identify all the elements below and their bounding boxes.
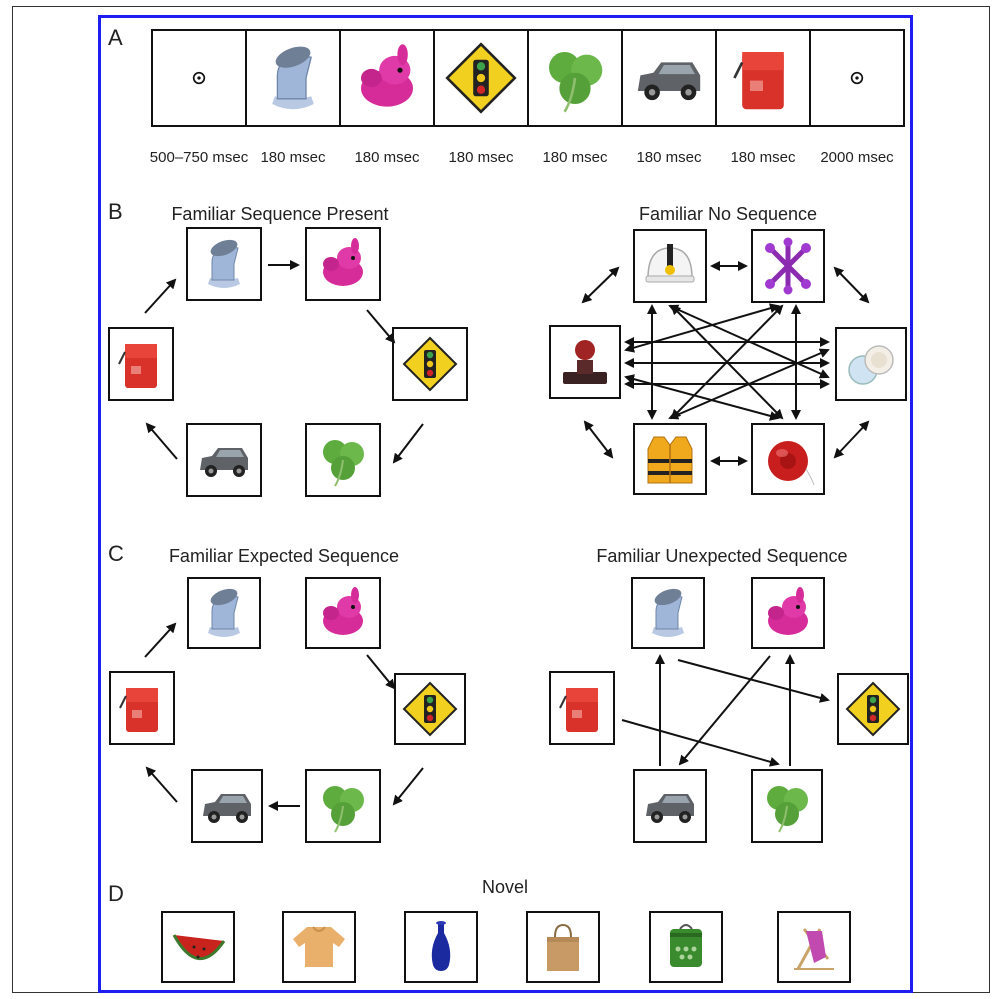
- frame-duration: 180 msec: [730, 149, 796, 166]
- item-clover: [751, 769, 823, 843]
- item-traffic-sign: [392, 327, 468, 401]
- item-pink-plush: [305, 227, 381, 301]
- item-clover: [305, 769, 381, 843]
- novel-item-grill: [649, 911, 723, 983]
- item-ptarmigan-pipe: [187, 577, 261, 649]
- panel-d: D Novel: [108, 877, 851, 983]
- item-traffic-sign: [837, 673, 909, 745]
- item-suv: [633, 769, 707, 843]
- item-lens-case: [835, 327, 907, 401]
- novel-item-vase: [404, 911, 478, 983]
- item-stamp: [549, 325, 621, 399]
- item-clover: [305, 423, 381, 497]
- panel-a-letter: A: [108, 25, 123, 50]
- panel-b: B Familiar Sequence Present Familiar No …: [108, 199, 907, 497]
- frame-duration: 2000 msec: [820, 149, 894, 166]
- novel-items: [161, 911, 851, 983]
- item-pink-plush: [751, 577, 825, 649]
- familiar-expected-sequence-title: Familiar Expected Sequence: [169, 546, 399, 566]
- item-traffic-sign: [394, 673, 466, 745]
- sequence-present-ring: [108, 227, 468, 497]
- item-life-vest: [633, 423, 707, 495]
- bidirectional-arrows: [581, 261, 870, 466]
- no-sequence-ring: [549, 229, 907, 495]
- item-pink-plush: [305, 577, 381, 649]
- novel-title: Novel: [482, 877, 528, 897]
- familiar-sequence-present-title: Familiar Sequence Present: [171, 204, 388, 224]
- panel-b-letter: B: [108, 199, 123, 224]
- frame-duration: 500–750 msec: [150, 149, 249, 166]
- scrambled-arrows: [621, 654, 830, 767]
- item-helmet: [633, 229, 707, 303]
- frame-duration: 180 msec: [542, 149, 608, 166]
- strip-dividers: [245, 30, 811, 126]
- sequence-arrows: [144, 622, 424, 811]
- expected-sequence-ring: [109, 577, 466, 843]
- frame-duration: 180 msec: [354, 149, 420, 166]
- unexpected-sequence-ring: [549, 577, 909, 843]
- item-yoyo: [751, 423, 825, 495]
- novel-item-paper-bag: [526, 911, 600, 983]
- panel-a: A 500–750 msec 180 msec 180 msec 180 msec 18…: [108, 25, 905, 166]
- familiar-no-sequence-title: Familiar No Sequence: [639, 204, 817, 224]
- frame-duration: 180 msec: [448, 149, 514, 166]
- frame-duration: 180 msec: [260, 149, 326, 166]
- panel-d-letter: D: [108, 881, 124, 906]
- item-suv: [186, 423, 262, 497]
- strip-durations: 500–750 msec 180 msec 180 msec 180 msec 180 …: [150, 149, 894, 166]
- item-ptarmigan-pipe: [631, 577, 705, 649]
- novel-item-sweater: [282, 911, 356, 983]
- figure-frame: [98, 15, 913, 993]
- novel-item-deck-chair: [777, 911, 851, 983]
- frame-duration: 180 msec: [636, 149, 702, 166]
- item-red-bag: [549, 671, 615, 745]
- item-red-bag: [109, 671, 175, 745]
- panel-c: C Familiar Expected Sequence Familiar Un…: [108, 541, 909, 843]
- novel-item-watermelon-slice: [161, 911, 235, 983]
- item-jacks: [751, 229, 825, 303]
- sequence-arrows: [144, 260, 424, 464]
- panel-c-letter: C: [108, 541, 124, 566]
- item-red-bag: [108, 327, 174, 401]
- grill-icon: [669, 924, 703, 968]
- item-suv: [191, 769, 263, 843]
- item-ptarmigan-pipe: [186, 227, 262, 301]
- familiar-unexpected-sequence-title: Familiar Unexpected Sequence: [596, 546, 847, 566]
